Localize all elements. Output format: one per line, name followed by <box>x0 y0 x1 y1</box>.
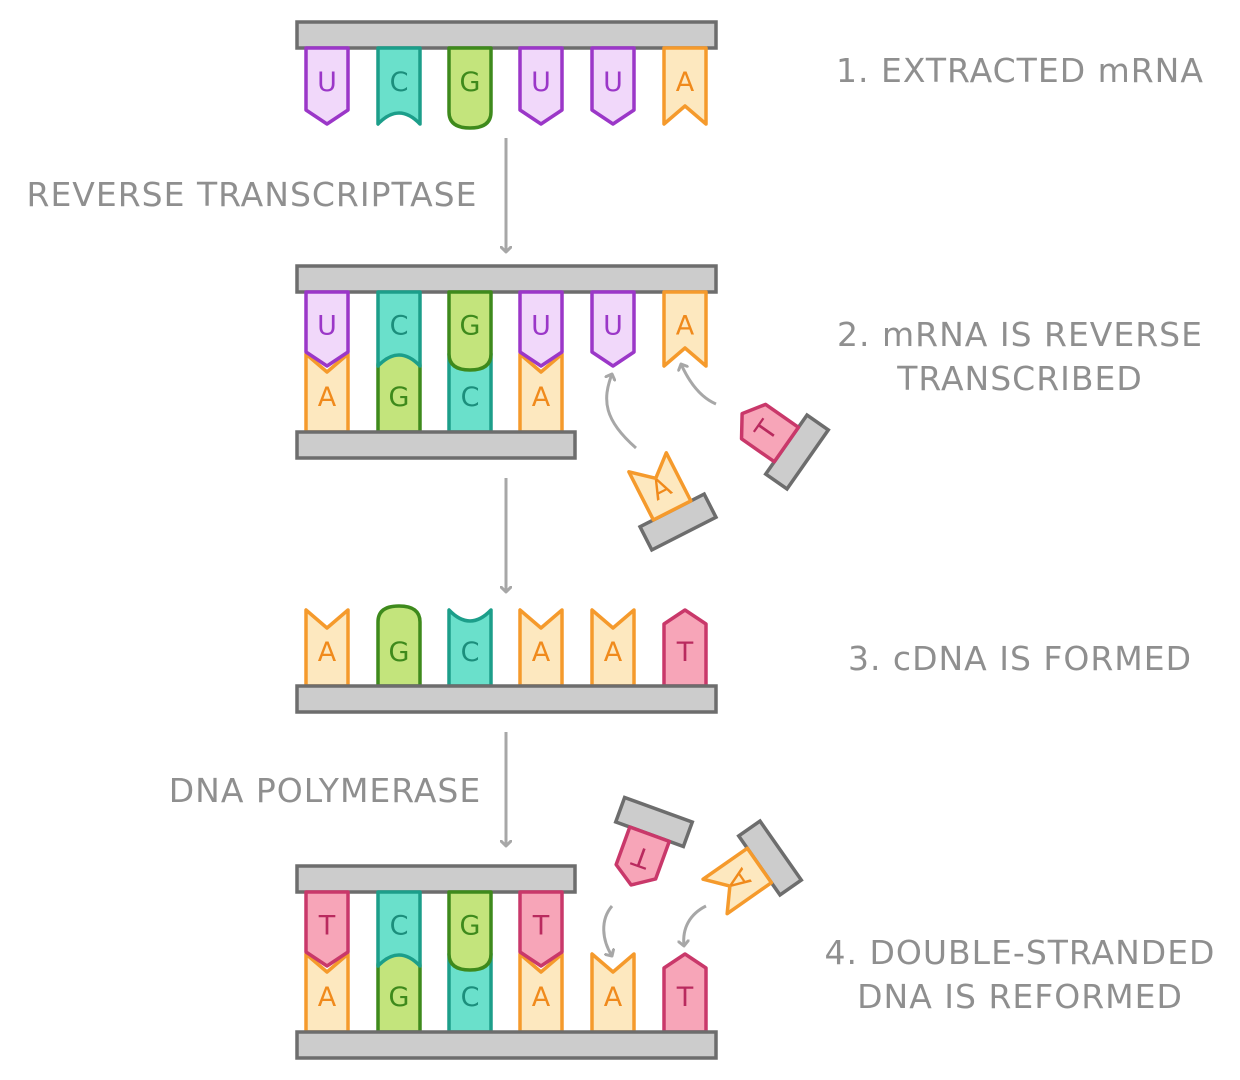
step2-template-base-4 <box>590 290 636 368</box>
step2-template-base-5 <box>662 290 708 368</box>
step4-bottom-base-5-letter: T <box>676 982 694 1013</box>
step2-template-base-3-shape <box>518 290 564 368</box>
step4-top-base-2 <box>447 890 493 972</box>
step4-top-base-1-letter: C <box>390 910 409 941</box>
step1-base-4 <box>590 46 636 126</box>
step1-base-4-shape <box>590 46 636 126</box>
step1-base-0 <box>304 46 350 126</box>
step2-template-base-1 <box>376 290 422 368</box>
step1-base-5-shape <box>662 46 708 126</box>
step3-label: 3. cDNA IS FORMED <box>848 639 1192 678</box>
step2-new-base-3-letter: A <box>532 382 551 413</box>
step2-label-line1: 2. mRNA IS REVERSE <box>837 315 1203 354</box>
step4-top-base-3-shape <box>518 890 564 968</box>
step1-backbone <box>295 20 718 50</box>
step2-template-base-5-letter: A <box>676 310 695 341</box>
step4-top-base-0-letter: T <box>318 910 336 941</box>
step2-template-base-0-letter: U <box>317 310 337 341</box>
step4-top-base-3-letter: T <box>532 910 550 941</box>
step4-free-nucleotide-a-shape <box>701 846 774 916</box>
insertion-arrow-t-step2 <box>681 364 717 406</box>
step2-free-nucleotide-t-shape <box>739 402 801 464</box>
step2-bottom-backbone <box>295 430 577 460</box>
step1-base-4-letter: U <box>603 67 623 98</box>
insertion-arrow-t-step4 <box>602 905 612 956</box>
reverse-transcriptase-label: REVERSE TRANSCRIPTASE <box>27 175 478 214</box>
step3-base-2-shape <box>447 608 493 688</box>
step4-top-base-1-shape <box>376 890 422 968</box>
step3-base-1-letter: G <box>389 637 410 668</box>
step2-template-base-1-shape <box>376 290 422 368</box>
step2-label-line2: TRANSCRIBED <box>896 359 1143 398</box>
step2-top-backbone <box>295 264 718 294</box>
step3-base-2-letter: C <box>461 637 480 668</box>
step3-base-1-shape <box>376 604 422 688</box>
step2-new-base-0-letter: A <box>318 382 337 413</box>
step1-base-5 <box>662 46 708 126</box>
step4-bottom-base-2-letter: C <box>461 982 480 1013</box>
step2-template-base-3 <box>518 290 564 368</box>
step4-bottom-base-1-letter: G <box>389 982 410 1013</box>
step4-top-base-0 <box>304 890 350 968</box>
insertion-arrow-a-step2 <box>607 374 637 450</box>
step2-template-base-0 <box>304 290 350 368</box>
step2-new-base-2-letter: C <box>461 382 480 413</box>
step2-template-base-0-shape <box>304 290 350 368</box>
step1-base-1 <box>376 46 422 126</box>
step2-template-base-2-shape <box>447 290 493 372</box>
step3-base-4-letter: A <box>604 637 623 668</box>
step1-base-5-letter: A <box>676 67 695 98</box>
step2-new-base-1-letter: G <box>389 382 410 413</box>
step4-free-nucleotide-t-shape <box>614 825 672 887</box>
step1-base-0-shape <box>304 46 350 126</box>
step1-label: 1. EXTRACTED mRNA <box>836 51 1204 90</box>
step4-free-nucleotide-t: T <box>613 795 695 887</box>
step3-base-1 <box>376 604 422 688</box>
step3-base-5-letter: T <box>676 637 694 668</box>
step1-base-2 <box>447 46 493 130</box>
step4-free-nucleotide-a: A <box>701 818 804 916</box>
step2-template-base-4-shape <box>590 290 636 368</box>
step4-label-line1: 4. DOUBLE-STRANDED <box>825 933 1216 972</box>
step4-bottom-base-4-letter: A <box>604 982 623 1013</box>
step4-top-base-3 <box>518 890 564 968</box>
step4-top-base-2-shape <box>447 890 493 972</box>
step4-bottom-base-3-letter: A <box>532 982 551 1013</box>
step1-base-3-letter: U <box>531 67 551 98</box>
step3-base-0-letter: A <box>318 637 337 668</box>
step2-template-base-2 <box>447 290 493 372</box>
step2-template-base-2-letter: G <box>460 310 481 341</box>
step4-top-backbone <box>295 864 577 894</box>
step2-free-nucleotide-a: A <box>627 451 719 553</box>
step2-template-base-5-shape <box>662 290 708 368</box>
step1-base-1-shape <box>376 46 422 126</box>
step2-template-base-4-letter: U <box>603 310 623 341</box>
step1-base-2-shape <box>447 46 493 130</box>
step1-base-3-shape <box>518 46 564 126</box>
step4-top-base-0-shape <box>304 890 350 968</box>
step3-backbone <box>295 684 718 714</box>
step2-template-base-1-letter: C <box>390 310 409 341</box>
step4-bottom-base-0-letter: A <box>318 982 337 1013</box>
step4-bottom-backbone <box>295 1030 718 1060</box>
step3-base-2 <box>447 608 493 688</box>
step2-free-nucleotide-a-shape <box>627 451 693 522</box>
step2-free-nucleotide-t: T <box>739 402 831 492</box>
step2-template-base-3-letter: U <box>531 310 551 341</box>
step4-label-line2: DNA IS REFORMED <box>857 977 1183 1016</box>
step4-top-base-1 <box>376 890 422 968</box>
step3-base-3-letter: A <box>532 637 551 668</box>
step1-base-0-letter: U <box>317 67 337 98</box>
insertion-arrow-a-step4 <box>684 904 707 946</box>
dna-polymerase-label: DNA POLYMERASE <box>169 771 481 810</box>
step4-top-base-2-letter: G <box>460 910 481 941</box>
step1-base-3 <box>518 46 564 126</box>
step1-base-1-letter: C <box>390 67 409 98</box>
step1-base-2-letter: G <box>460 67 481 98</box>
